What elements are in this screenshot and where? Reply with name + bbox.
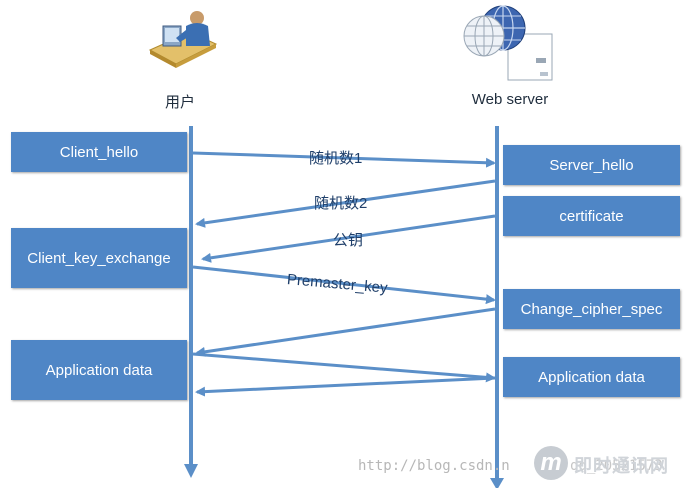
msg-arrow-premaster xyxy=(192,265,496,305)
server-box-server-hello: Server_hello xyxy=(503,145,680,185)
msg-arrow-appdata-c2s xyxy=(192,352,496,383)
server-actor-label: Web server xyxy=(471,91,549,108)
client-actor-label: 用户 xyxy=(164,94,195,111)
msg-arrow-random1 xyxy=(192,151,496,168)
msg-arrow-change-cipher xyxy=(195,307,496,357)
web-server-icon xyxy=(463,5,553,81)
logo-text: 即时通讯网 xyxy=(574,456,669,476)
watermark-partial: qq_20521573 xyxy=(570,458,663,474)
msg-label-random2: 随机数2 xyxy=(314,195,368,212)
server-lifeline-arrow xyxy=(490,478,504,488)
server-box-certificate: certificate xyxy=(503,196,680,236)
logo-letter: m xyxy=(540,449,562,476)
user-computer-icon xyxy=(148,11,218,68)
client-box-application-data: Application data xyxy=(11,340,187,400)
client-box-client-hello: Client_hello xyxy=(11,132,187,172)
server-box-change-cipher-spec: Change_cipher_spec xyxy=(503,289,680,329)
msg-label-random1: 随机数1 xyxy=(309,150,363,167)
watermark-url: http://blog.csdn.n xyxy=(358,458,510,474)
msg-arrow-appdata-s2c xyxy=(195,376,496,397)
server-box-application-data: Application data xyxy=(503,357,680,397)
client-lifeline-arrow xyxy=(184,464,198,478)
msg-arrow-random2 xyxy=(195,179,496,228)
msg-label-pubkey: 公钥 xyxy=(333,232,364,249)
msg-arrow-pubkey xyxy=(201,214,496,263)
site-logo: m 即时通讯网 xyxy=(534,444,684,482)
client-box-client-key-exchange: Client_key_exchange xyxy=(11,228,187,288)
